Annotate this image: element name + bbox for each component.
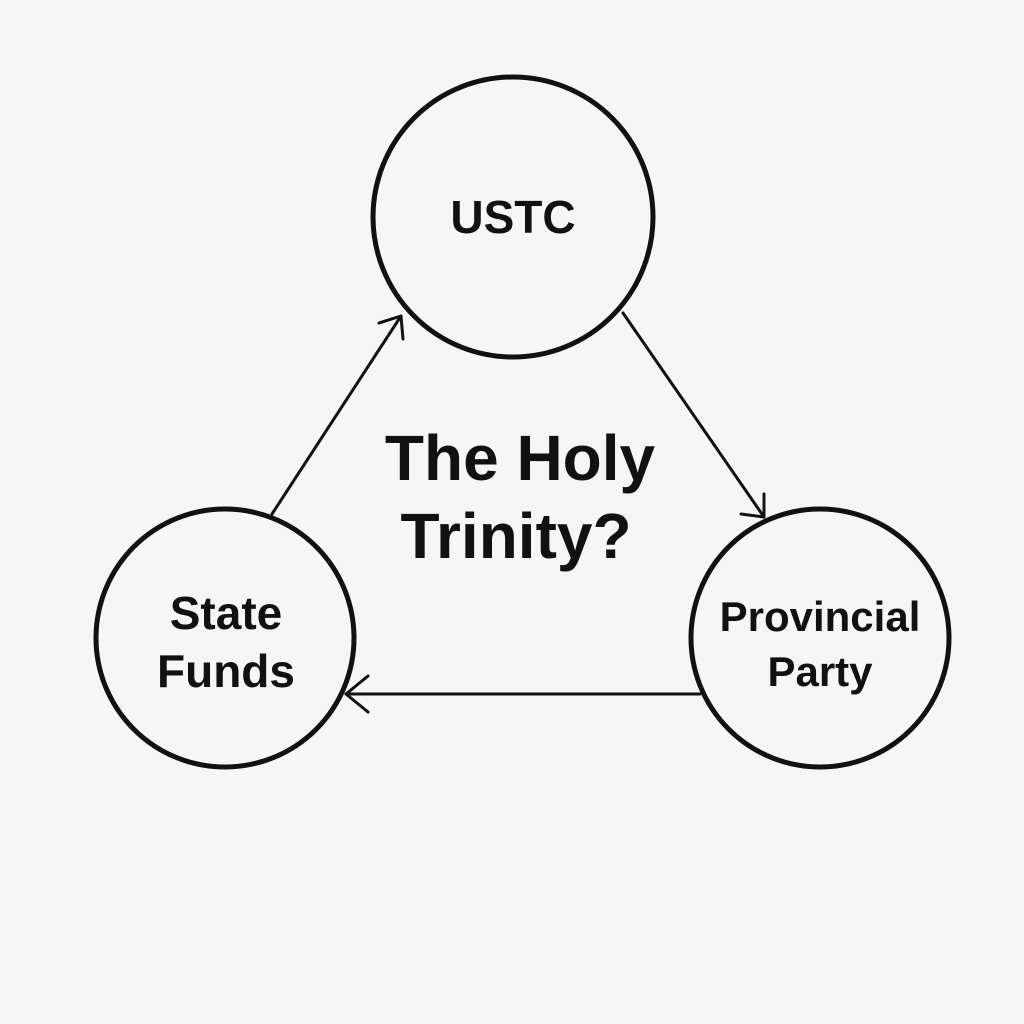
- center-title: The Holy Trinity?: [385, 422, 656, 572]
- node-provincial-party: Provincial Party: [688, 506, 952, 770]
- node-state-funds-line2: Funds: [157, 645, 295, 697]
- edge-ustc-to-provincial-party: [621, 311, 766, 519]
- node-provincial-party-line2: Party: [767, 648, 873, 695]
- node-state-funds-line1: State: [170, 587, 282, 639]
- node-ustc-label: USTC: [450, 191, 575, 243]
- node-provincial-party-line1: Provincial: [720, 593, 921, 640]
- node-ustc: USTC: [370, 74, 656, 360]
- center-title-line2: Trinity?: [400, 500, 631, 572]
- edge-state-funds-to-ustc: [270, 314, 405, 516]
- edge-provincial-party-to-state-funds: [344, 674, 702, 714]
- node-state-funds: State Funds: [93, 506, 357, 770]
- center-title-line1: The Holy: [385, 422, 656, 494]
